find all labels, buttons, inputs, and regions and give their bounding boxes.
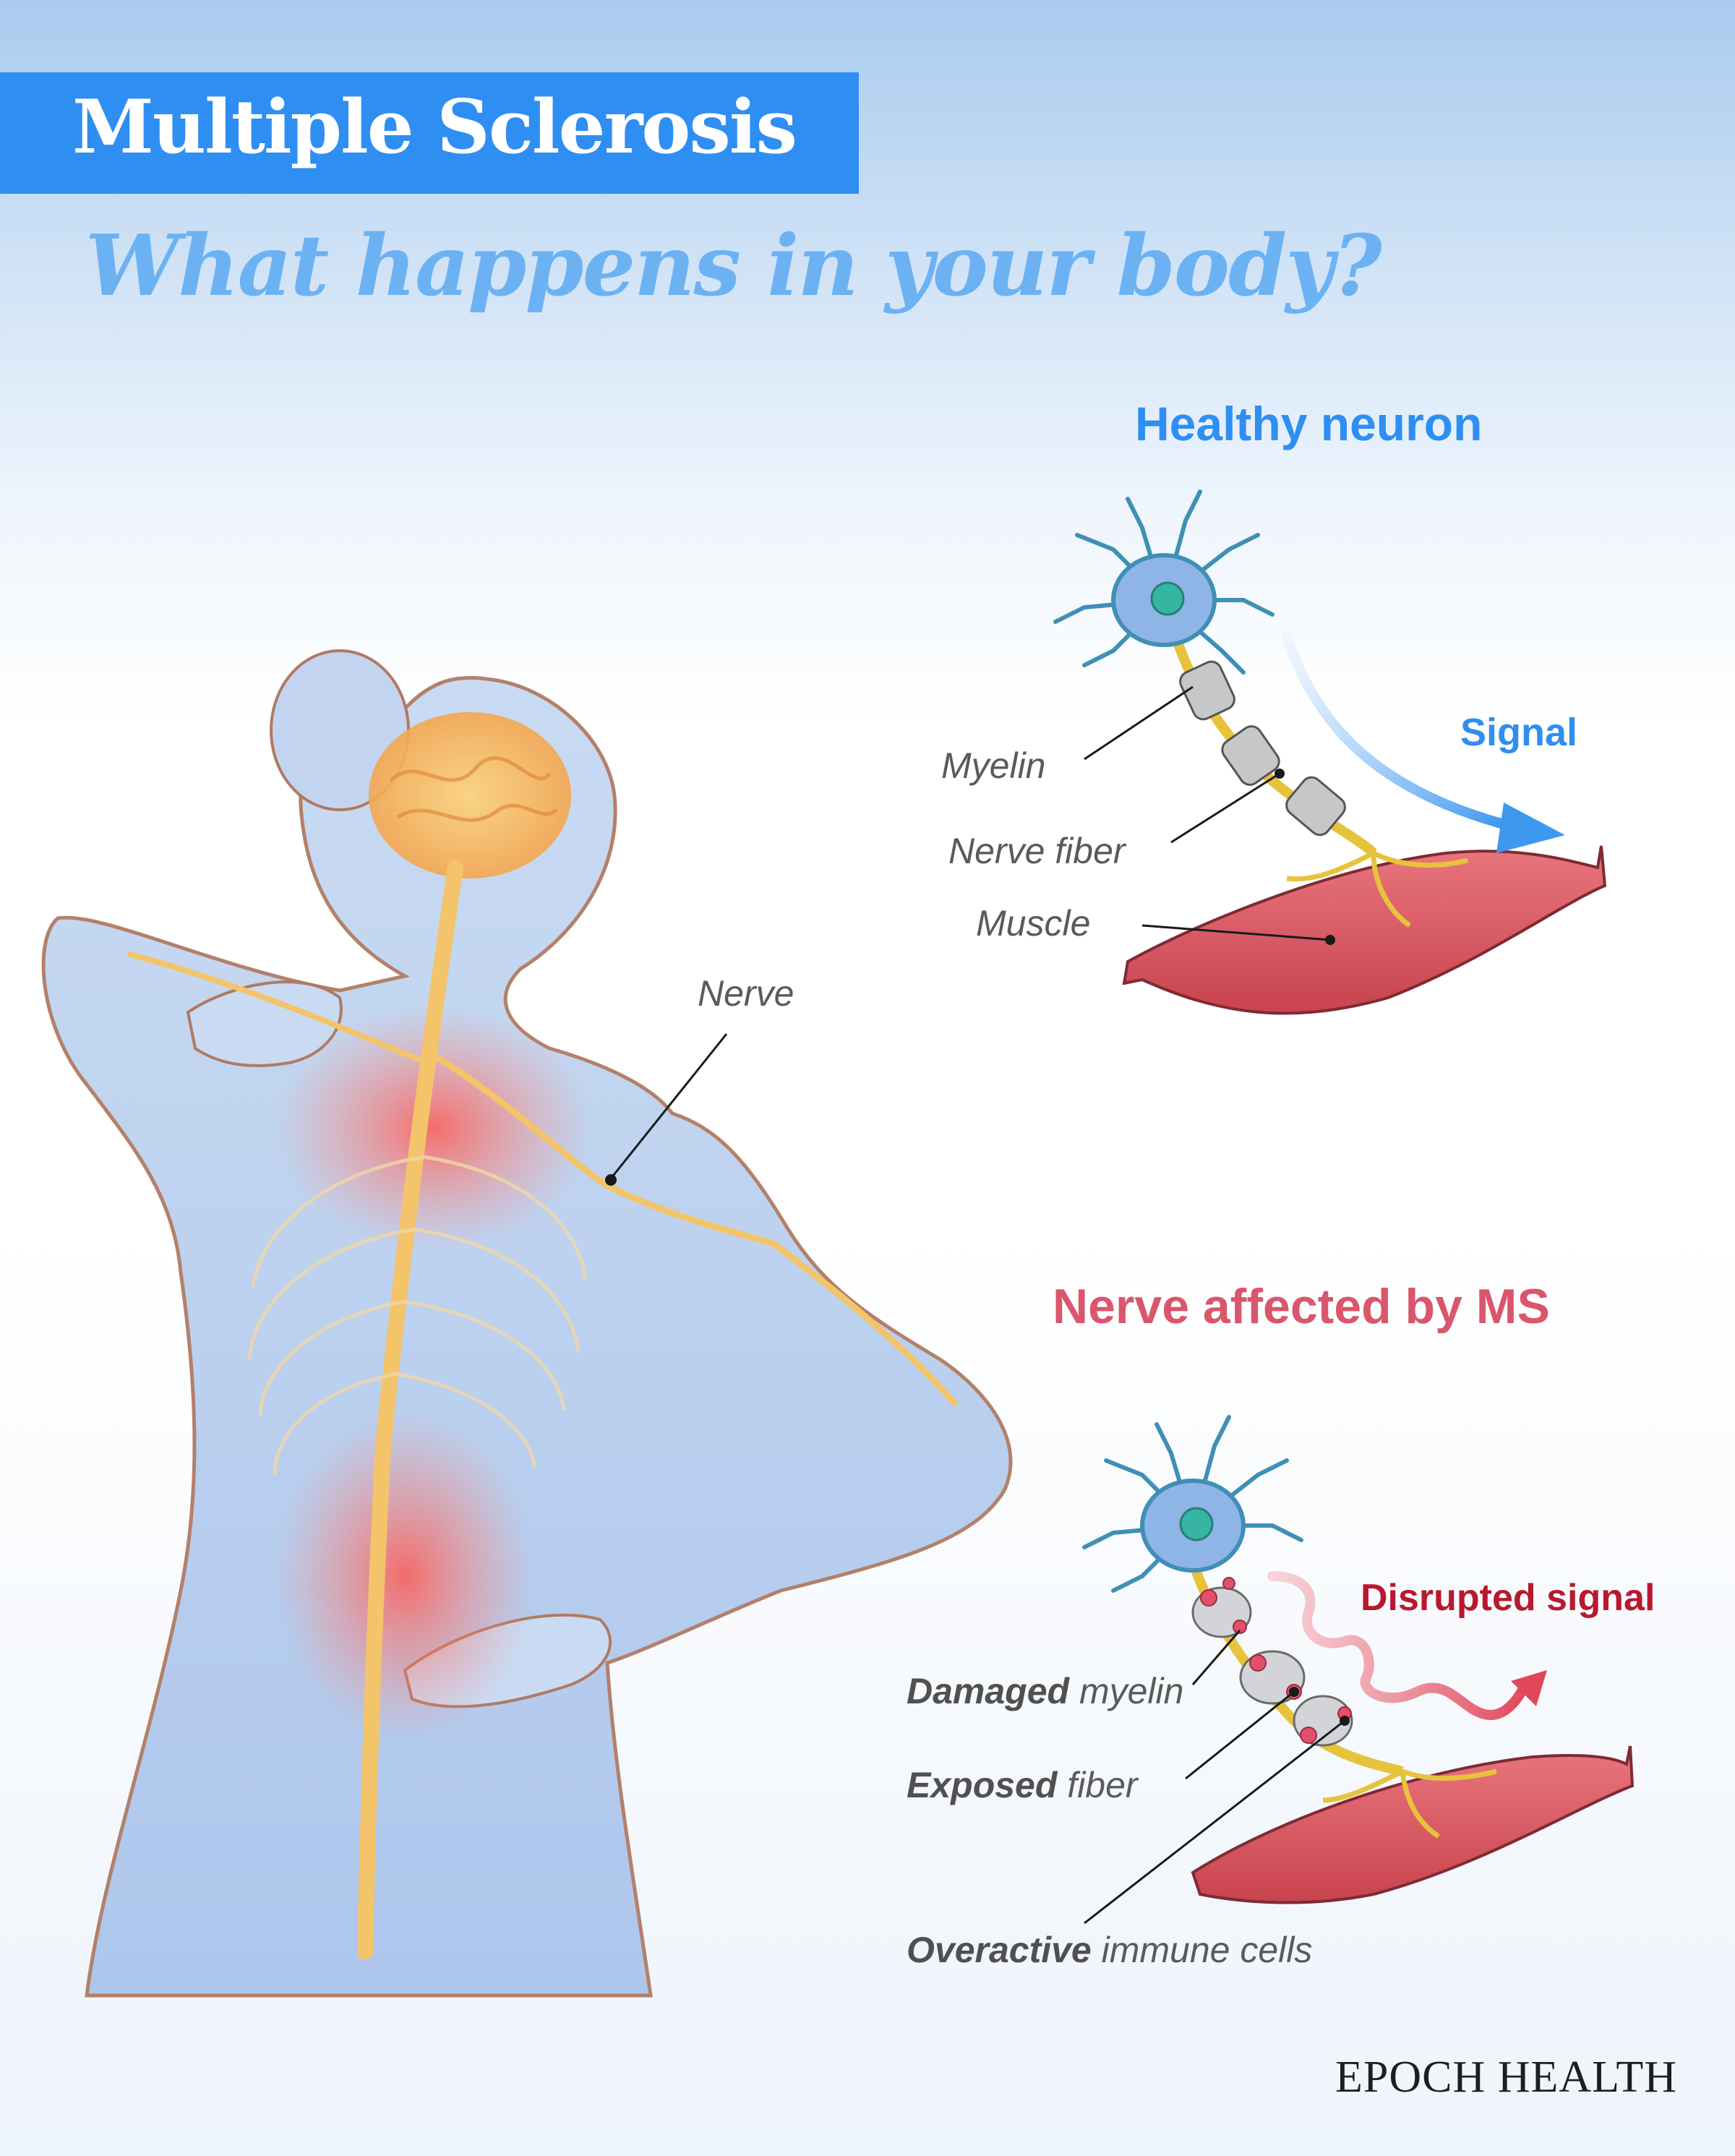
exposed-fiber-label: Exposed fiber: [907, 1764, 1138, 1806]
immune-leader-dot: [1340, 1716, 1350, 1726]
damaged-leader-line: [1191, 1630, 1241, 1685]
ms-nerve-heading: Nerve affected by MS: [1053, 1279, 1550, 1334]
body-silhouette: [41, 675, 1013, 1998]
nerve-leader-line: [609, 1033, 728, 1179]
myelin-segment: [1179, 660, 1235, 721]
brand-logo: EPOCH HEALTH: [1335, 2053, 1677, 2102]
damaged-myelin-label: Damaged myelin: [907, 1670, 1183, 1712]
myelin-segment: [1221, 725, 1280, 786]
disrupted-signal-arrow: [1267, 1571, 1530, 1720]
muscle-leader-line: [1141, 924, 1331, 941]
myelin-segment: [1285, 776, 1346, 837]
nerve-label: Nerve: [698, 973, 794, 1014]
exposed-leader-dot: [1289, 1687, 1299, 1697]
nerve-fiber-label: Nerve fiber: [948, 831, 1126, 871]
ms-nucleus: [1179, 1507, 1214, 1541]
arm-nerve: [430, 1052, 958, 1406]
healthy-axon-terminals: [1286, 850, 1468, 928]
nerve-leader-dot: [605, 1174, 617, 1186]
exposed-bold: Exposed: [907, 1765, 1058, 1805]
immune-leader-line: [1084, 1719, 1345, 1925]
overactive-rest: immune cells: [1091, 1930, 1313, 1970]
damaged-myelin-segments: [1191, 1586, 1353, 1747]
damaged-bold: Damaged: [907, 1671, 1070, 1711]
healthy-neuron-diagram: [1053, 489, 1607, 1015]
immune-cells: [1200, 1577, 1352, 1744]
myelin-label: Myelin: [941, 745, 1046, 786]
exposed-leader-line: [1185, 1690, 1295, 1780]
healthy-neuron-heading: Healthy neuron: [1135, 397, 1483, 450]
signal-label: Signal: [1460, 711, 1578, 754]
page-title: Multiple Sclerosis: [72, 84, 797, 171]
overactive-bold: Overactive: [907, 1930, 1092, 1970]
immune-cells-label: Overactive immune cells: [907, 1929, 1312, 1971]
healthy-axon: [1166, 620, 1377, 857]
upper-back-pain-glow: [275, 1005, 593, 1251]
ms-muscle: [1191, 1745, 1635, 1904]
rib-lines: [247, 1155, 588, 1476]
spinal-cord: [357, 860, 463, 1960]
human-body-figure: [41, 649, 1013, 1998]
fiber-leader-dot: [1275, 769, 1285, 779]
shoulder-nerve: [127, 951, 429, 1066]
damaged-rest: myelin: [1069, 1671, 1184, 1711]
hand-on-shoulder: [186, 980, 343, 1067]
muscle-leader-dot: [1325, 935, 1335, 945]
fiber-leader-line: [1170, 772, 1280, 844]
lower-back-pain-glow: [275, 1410, 535, 1742]
title-banner: [0, 72, 859, 194]
disrupted-arrow-head: [1511, 1670, 1547, 1706]
signal-arrow: [1282, 631, 1509, 829]
page-subtitle: What happens in your body?: [85, 217, 1382, 315]
signal-arrow-head: [1496, 803, 1565, 853]
myelin-leader-line: [1084, 685, 1194, 761]
exposed-rest: fiber: [1057, 1765, 1138, 1805]
muscle-label: Muscle: [976, 903, 1091, 944]
brain: [369, 712, 571, 878]
healthy-nucleus: [1150, 581, 1185, 616]
ms-axon-terminals: [1322, 1768, 1497, 1839]
disrupted-signal-label: Disrupted signal: [1361, 1577, 1655, 1619]
healthy-muscle: [1122, 845, 1607, 1015]
ms-neuron-diagram: [1082, 1415, 1635, 1925]
